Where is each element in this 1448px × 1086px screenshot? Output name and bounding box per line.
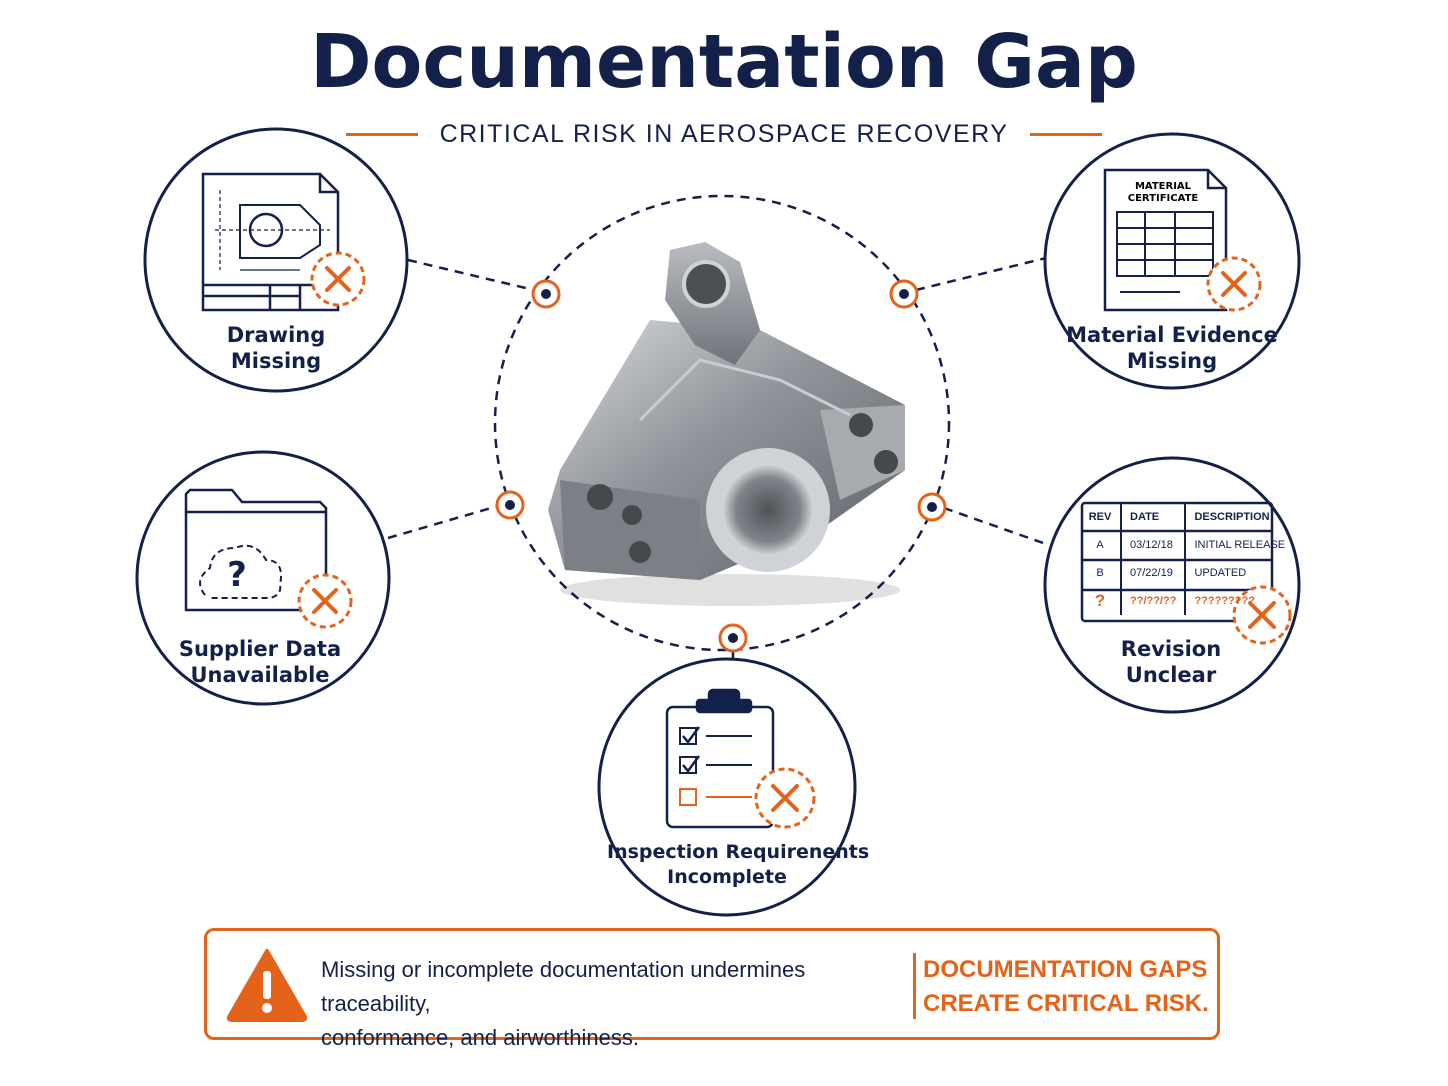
table-cell: UPDATED [1184,559,1294,587]
ring-node-revision [917,492,947,522]
ring-node-supplier [495,490,525,520]
node-label-line: Unavailable [190,663,330,687]
warning-callout: Missing or incomplete documentation unde… [204,928,1220,1050]
table-row: ? ??/??/?? ????????? [1080,587,1294,615]
material-certificate-icon [1103,168,1228,312]
node-label-line: Missing [1126,349,1218,373]
callout-divider [913,953,916,1019]
aerospace-part-image [548,242,905,606]
x-icon-material [1206,256,1262,312]
ring-node-inspection [718,623,748,653]
subtitle-rule-left [345,132,418,136]
ring-nodes [495,279,947,653]
callout-alert-line: CREATE CRITICAL RISK. [923,990,1209,1017]
node-label-line: Supplier Data [178,637,342,661]
node-label-line: Material Evidence [1066,323,1278,347]
table-cell: ????????? [1184,587,1294,615]
x-icon-inspection [754,767,816,829]
revision-table: REV DATE DESCRIPTION A 03/12/18 INITIAL … [1080,503,1294,615]
revision-col-date: DATE [1119,503,1186,531]
node-label-line: Incomplete [667,866,787,888]
certificate-header-line1: MATERIAL [1135,181,1192,192]
table-cell: ??/??/?? [1119,587,1186,615]
x-icon-supplier [297,573,353,629]
table-row: A 03/12/18 INITIAL RELEASE [1080,531,1294,559]
table-cell: A [1096,539,1104,551]
certificate-header-line2: CERTIFICATE [1128,193,1199,204]
table-cell: B [1096,567,1104,579]
node-label-line: Revision [1120,637,1222,661]
table-cell: INITIAL RELEASE [1184,531,1294,559]
connector-revision [943,506,1047,546]
callout-alert-line: DOCUMENTATION GAPS [923,956,1208,983]
callout-message: Missing or incomplete documentation unde… [321,953,911,1055]
connector-supplier [387,504,499,540]
node-circle-drawing [143,127,409,393]
warning-triangle-icon [226,949,308,1022]
page-title: Documentation Gap [310,19,1138,105]
node-label-line: Inspection Requirenents [607,841,870,863]
node-circle-inspection [597,657,857,917]
table-cell: 07/22/19 [1119,559,1186,587]
ring-node-material [889,279,919,309]
revision-table-header: REV DATE DESCRIPTION [1080,503,1294,531]
callout-message-line: Missing or incomplete documentation unde… [321,957,806,1016]
node-label-revision: Revision Unclear [1071,636,1271,688]
callout-alert: DOCUMENTATION GAPS CREATE CRITICAL RISK. [923,953,1209,1021]
node-label-drawing: Drawing Missing [176,322,376,374]
central-ring [493,194,951,652]
revision-col-description: DESCRIPTION [1184,503,1294,531]
callout-message-line: conformance, and airworthiness. [321,1025,639,1050]
drawing-icon [201,172,340,312]
node-label-line: Missing [230,349,322,373]
question-glyph: ? [227,555,247,595]
page-subtitle: CRITICAL RISK IN AEROSPACE RECOVERY [439,119,1009,148]
node-label-material: Material Evidence Missing [1062,322,1282,374]
table-cell: ? [1094,591,1106,610]
clipboard-checklist-icon [665,688,775,829]
revision-col-rev: REV [1088,511,1112,523]
ring-node-drawing [531,279,561,309]
table-cell: 03/12/18 [1119,531,1186,559]
table-row: B 07/22/19 UPDATED [1080,559,1294,587]
connector-drawing [407,258,535,292]
folder-cloud-question-icon [184,488,328,612]
x-icon-drawing [310,251,366,307]
connector-material [915,256,1047,292]
node-label-line: Drawing [226,323,326,347]
node-label-supplier: Supplier Data Unavailable [148,636,372,688]
node-label-line: Unclear [1125,663,1217,687]
subtitle-row: CRITICAL RISK IN AEROSPACE RECOVERY [0,116,1448,152]
subtitle-rule-right [1030,132,1103,136]
node-label-inspection: Inspection Requirenents Incomplete [607,840,870,890]
